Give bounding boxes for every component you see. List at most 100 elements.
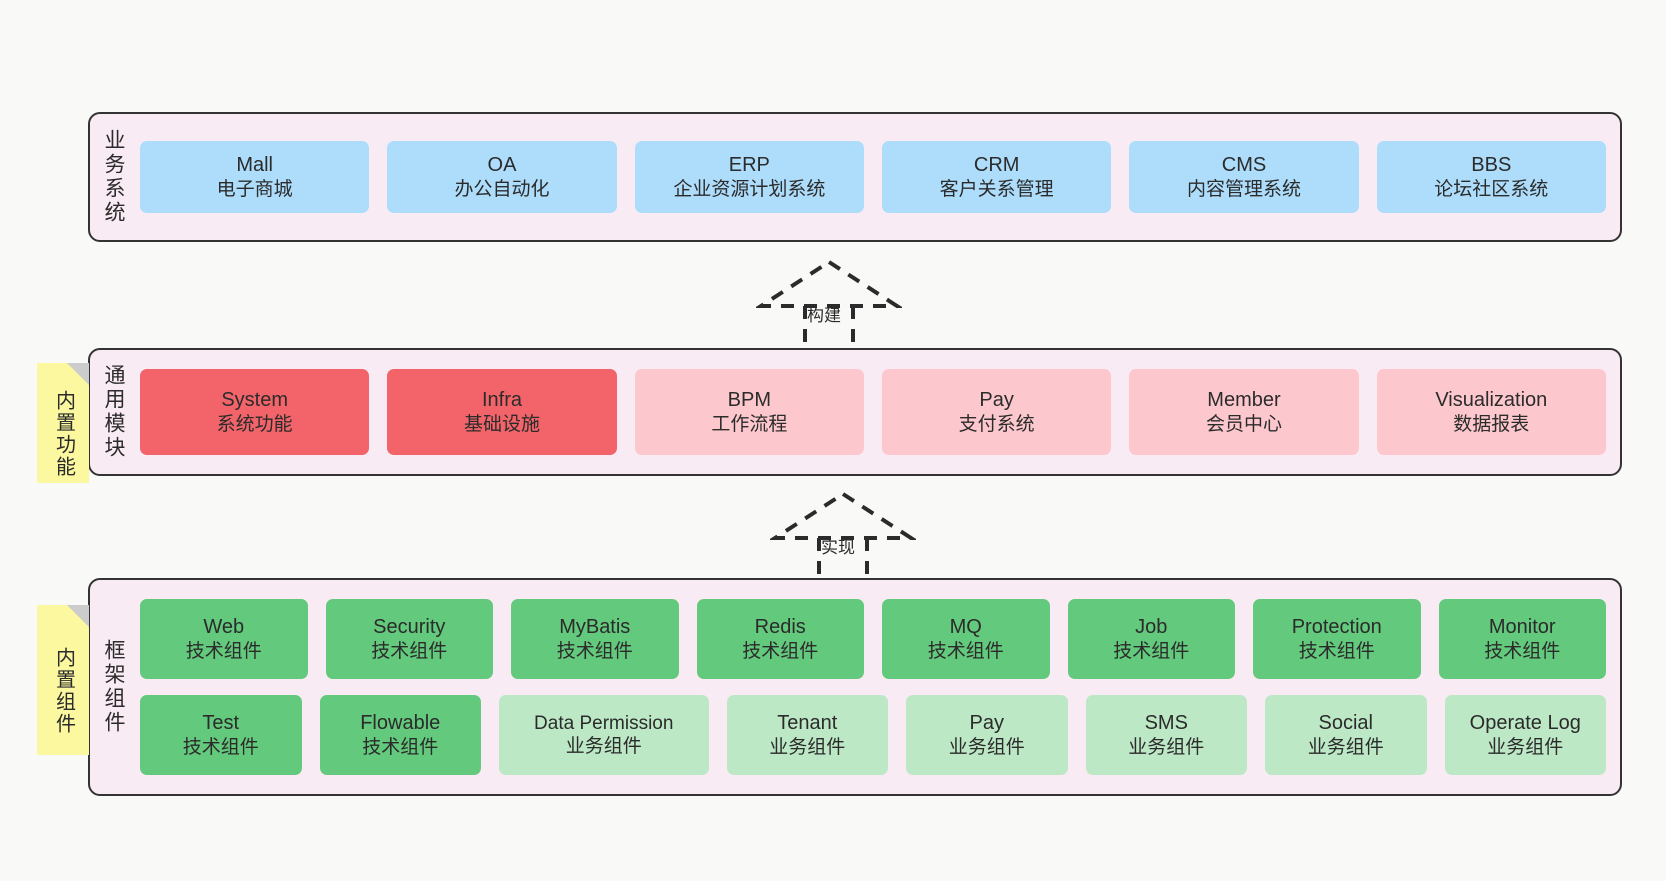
card-operate-log-subtitle: 业务组件 <box>1487 736 1564 758</box>
framework-tech-row: Web 技术组件 Security 技术组件 MyBatis 技术组件 Redi… <box>140 599 1606 679</box>
layer-label-framework-components: 框架组件 <box>102 639 126 735</box>
connector-implement-label: 实现 <box>821 538 855 557</box>
card-crm-title: CRM <box>973 153 1020 176</box>
card-data-permission[interactable]: Data Permission 业务组件 <box>499 695 709 775</box>
card-mq[interactable]: MQ 技术组件 <box>882 599 1050 679</box>
card-monitor[interactable]: Monitor 技术组件 <box>1438 599 1606 679</box>
card-pay-module[interactable]: Pay 支付系统 <box>881 369 1112 455</box>
card-member[interactable]: Member 会员中心 <box>1129 369 1359 455</box>
card-mq-title: MQ <box>949 615 982 638</box>
card-visualization-title: Visualization <box>1435 388 1548 411</box>
business-systems-row: Mall 电子商城 OA 办公自动化 ERP 企业资源计划系统 CRM 客户关系… <box>140 141 1606 213</box>
card-data-permission-title: Data Permission <box>534 712 674 734</box>
card-tenant-title: Tenant <box>777 711 838 734</box>
layer-label-common-modules: 通用模块 <box>102 364 126 460</box>
card-mybatis[interactable]: MyBatis 技术组件 <box>511 599 679 679</box>
card-erp-subtitle: 企业资源计划系统 <box>673 178 826 200</box>
card-redis-subtitle: 技术组件 <box>742 640 819 662</box>
card-pay-component[interactable]: Pay 业务组件 <box>906 695 1068 775</box>
card-infra-title: Infra <box>481 388 522 411</box>
card-bbs[interactable]: BBS 论坛社区系统 <box>1376 141 1606 213</box>
card-tenant-subtitle: 业务组件 <box>769 736 846 758</box>
card-mall[interactable]: Mall 电子商城 <box>140 141 370 213</box>
card-erp[interactable]: ERP 企业资源计划系统 <box>634 141 864 213</box>
card-tenant[interactable]: Tenant 业务组件 <box>726 695 888 775</box>
layer-body-business-systems: Mall 电子商城 OA 办公自动化 ERP 企业资源计划系统 CRM 客户关系… <box>136 114 1620 240</box>
layer-label-business-systems: 业务系统 <box>102 129 126 225</box>
card-job-title: Job <box>1135 615 1168 638</box>
card-system-title: System <box>221 388 288 411</box>
card-test[interactable]: Test 技术组件 <box>140 695 302 775</box>
card-system-subtitle: 系统功能 <box>216 413 293 435</box>
connector-build: 构建 <box>756 258 902 348</box>
card-cms-subtitle: 内容管理系统 <box>1186 178 1301 200</box>
connector-build-label: 构建 <box>807 306 841 325</box>
card-web[interactable]: Web 技术组件 <box>140 599 308 679</box>
layer-common-modules: 通用模块 System 系统功能 Infra 基础设施 BPM 工作流程 Pay… <box>88 348 1622 476</box>
card-sms[interactable]: SMS 业务组件 <box>1085 695 1247 775</box>
card-security-subtitle: 技术组件 <box>371 640 448 662</box>
sticky-note-builtin-features: 内置功能 <box>37 363 89 483</box>
card-web-title: Web <box>203 615 245 638</box>
card-social[interactable]: Social 业务组件 <box>1265 695 1427 775</box>
card-pay-module-title: Pay <box>979 388 1014 411</box>
card-bpm-title: BPM <box>727 388 771 411</box>
layer-business-systems: 业务系统 Mall 电子商城 OA 办公自动化 ERP 企业资源计划系统 CRM… <box>88 112 1622 242</box>
card-oa-title: OA <box>487 153 517 176</box>
card-mybatis-subtitle: 技术组件 <box>556 640 633 662</box>
card-protection[interactable]: Protection 技术组件 <box>1253 599 1421 679</box>
card-redis[interactable]: Redis 技术组件 <box>696 599 864 679</box>
card-mybatis-title: MyBatis <box>559 615 631 638</box>
layer-body-framework-components: Web 技术组件 Security 技术组件 MyBatis 技术组件 Redi… <box>136 580 1620 794</box>
card-mall-subtitle: 电子商城 <box>216 178 293 200</box>
card-monitor-subtitle: 技术组件 <box>1484 640 1561 662</box>
card-bpm[interactable]: BPM 工作流程 <box>634 369 864 455</box>
card-oa[interactable]: OA 办公自动化 <box>387 141 617 213</box>
layer-body-common-modules: System 系统功能 Infra 基础设施 BPM 工作流程 Pay 支付系统… <box>136 350 1620 474</box>
build-arrow-head <box>756 259 902 308</box>
card-operate-log[interactable]: Operate Log 业务组件 <box>1444 695 1606 775</box>
card-flowable[interactable]: Flowable 技术组件 <box>319 695 481 775</box>
note-fold-corner-icon <box>67 363 89 385</box>
card-crm-subtitle: 客户关系管理 <box>939 178 1054 200</box>
card-pay-module-subtitle: 支付系统 <box>958 413 1035 435</box>
common-modules-row: System 系统功能 Infra 基础设施 BPM 工作流程 Pay 支付系统… <box>140 369 1606 455</box>
card-cms[interactable]: CMS 内容管理系统 <box>1129 141 1359 213</box>
card-member-title: Member <box>1207 388 1281 411</box>
card-system[interactable]: System 系统功能 <box>140 369 370 455</box>
card-protection-subtitle: 技术组件 <box>1298 640 1375 662</box>
card-test-title: Test <box>202 711 240 734</box>
card-data-permission-subtitle: 业务组件 <box>565 736 642 757</box>
connector-implement: 实现 <box>770 490 916 578</box>
card-pay-component-title: Pay <box>969 711 1004 734</box>
implement-arrow-head <box>770 491 916 540</box>
framework-business-row: Test 技术组件 Flowable 技术组件 Data Permission … <box>140 695 1606 775</box>
card-monitor-title: Monitor <box>1488 615 1556 638</box>
card-member-subtitle: 会员中心 <box>1205 413 1282 435</box>
card-redis-title: Redis <box>754 615 806 638</box>
card-flowable-title: Flowable <box>360 711 441 734</box>
card-security-title: Security <box>373 615 446 638</box>
card-web-subtitle: 技术组件 <box>185 640 262 662</box>
layer-framework-components: 框架组件 Web 技术组件 Security 技术组件 MyBatis 技术组件… <box>88 578 1622 796</box>
sticky-note-builtin-components: 内置组件 <box>37 605 89 755</box>
card-visualization[interactable]: Visualization 数据报表 <box>1376 369 1606 455</box>
note-fold-corner-icon-2 <box>67 605 89 627</box>
card-social-subtitle: 业务组件 <box>1307 736 1384 758</box>
card-security[interactable]: Security 技术组件 <box>325 599 493 679</box>
card-crm[interactable]: CRM 客户关系管理 <box>881 141 1112 213</box>
card-pay-component-subtitle: 业务组件 <box>948 736 1025 758</box>
card-job[interactable]: Job 技术组件 <box>1067 599 1235 679</box>
card-social-title: Social <box>1318 711 1373 734</box>
card-visualization-subtitle: 数据报表 <box>1453 413 1530 435</box>
card-test-subtitle: 技术组件 <box>182 736 259 758</box>
card-bpm-subtitle: 工作流程 <box>711 413 788 435</box>
card-flowable-subtitle: 技术组件 <box>362 736 439 758</box>
card-cms-title: CMS <box>1221 153 1267 176</box>
card-job-subtitle: 技术组件 <box>1113 640 1190 662</box>
card-bbs-title: BBS <box>1471 153 1512 176</box>
card-infra[interactable]: Infra 基础设施 <box>387 369 617 455</box>
card-operate-log-title: Operate Log <box>1469 711 1581 734</box>
card-protection-title: Protection <box>1291 615 1382 638</box>
